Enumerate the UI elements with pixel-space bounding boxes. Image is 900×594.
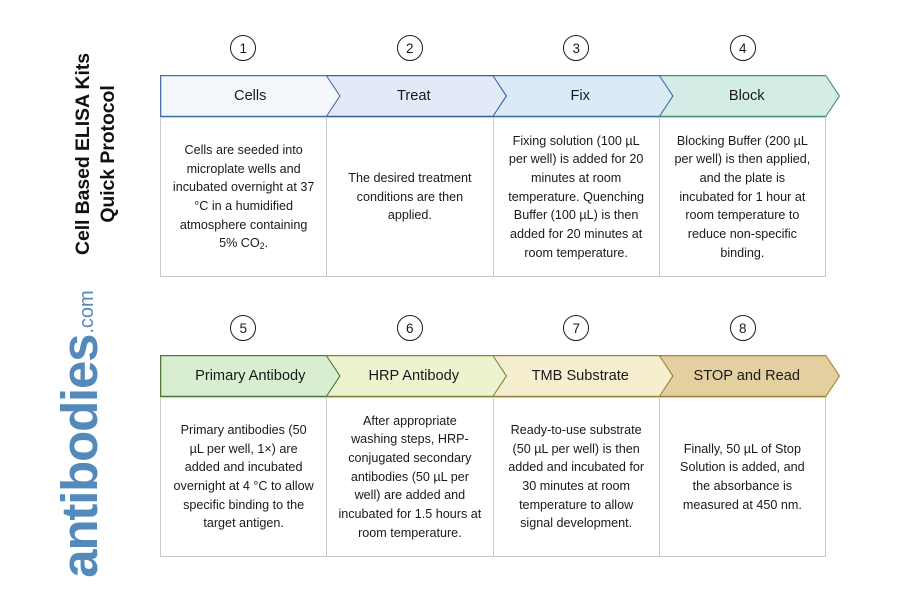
flow-row-2: 5 6 7 8 Primary Antibody HRP Antibody TMB Sub…: [160, 315, 840, 557]
step-description-cell-8: Finally, 50 µL of Stop Solution is added…: [660, 398, 825, 556]
step-description-3: Fixing solution (100 µL per well) is add…: [508, 133, 645, 260]
step-label-3: Fix: [570, 88, 590, 104]
step-label-6: HRP Antibody: [368, 368, 460, 384]
chevron-fill-5: [161, 356, 339, 395]
step-description-1: Cells are seeded into microplate wells a…: [172, 143, 315, 252]
step-description-cell-6: After appropriate washing steps, HRP-con…: [327, 398, 494, 556]
logo-tld: .com: [76, 290, 98, 334]
step-description-cell-5: Primary antibodies (50 µL per well, 1×) …: [161, 398, 328, 556]
chevron-band-1: Cells Treat Fix Block: [160, 75, 840, 117]
step-number-7: 7: [563, 315, 590, 341]
step-chevron-1[interactable]: Cells: [160, 75, 341, 117]
step-chevron-7[interactable]: TMB Substrate: [479, 355, 674, 397]
step-description-8: Finally, 50 µL of Stop Solution is added…: [680, 441, 805, 512]
chevron-band-2: Primary Antibody HRP Antibody TMB Substrat…: [160, 355, 840, 397]
step-chevron-2[interactable]: Treat: [313, 75, 508, 117]
step-number-band-2: 5 6 7 8: [160, 315, 826, 355]
flow-row-1: 1 2 3 4 Cells Treat Fix Block Cells are seeded…: [160, 35, 840, 277]
chevron-fill-8: [647, 356, 839, 395]
step-description-cell-7: Ready-to-use substrate (50 µL per well) …: [494, 398, 660, 556]
step-chevron-6[interactable]: HRP Antibody: [313, 355, 508, 397]
chevron-fill-3: [480, 76, 672, 115]
step-chevron-4[interactable]: Block: [646, 75, 841, 117]
step-label-4: Block: [728, 88, 765, 104]
step-label-2: Treat: [396, 88, 431, 104]
step-number-band-1: 1 2 3 4: [160, 35, 826, 75]
step-chevron-5[interactable]: Primary Antibody: [160, 355, 341, 397]
step-number-1: 1: [230, 35, 257, 61]
chevron-fill-1: [161, 76, 339, 115]
step-label-5: Primary Antibody: [195, 368, 306, 384]
step-number-8: 8: [729, 315, 756, 341]
chevron-fill-6: [314, 356, 506, 395]
step-description-6: After appropriate washing steps, HRP-con…: [338, 413, 482, 540]
step-description-7: Ready-to-use substrate (50 µL per well) …: [508, 423, 645, 531]
step-label-1: Cells: [234, 88, 267, 104]
step-description-5: Primary antibodies (50 µL per well, 1×) …: [173, 423, 314, 531]
description-band-2: Primary antibodies (50 µL per well, 1×) …: [160, 397, 826, 557]
step-number-4: 4: [729, 35, 756, 61]
step-number-5: 5: [230, 315, 257, 341]
step-description-cell-1: Cells are seeded into microplate wells a…: [161, 118, 328, 276]
chevron-fill-2: [314, 76, 506, 115]
step-description-4: Blocking Buffer (200 µL per well) is the…: [674, 133, 811, 260]
step-number-6: 6: [396, 315, 423, 341]
logo-wordmark: antibodies: [51, 334, 109, 578]
step-description-cell-2: The desired treatment conditions are the…: [327, 118, 494, 276]
description-band-1: Cells are seeded into microplate wells a…: [160, 117, 826, 277]
step-description-2: The desired treatment conditions are the…: [348, 171, 472, 223]
page-title: Cell Based ELISA Kits Quick Protocol: [72, 53, 119, 255]
step-label-8: STOP and Read: [693, 368, 801, 384]
chevron-fill-4: [647, 76, 839, 115]
step-number-2: 2: [396, 35, 423, 61]
step-number-3: 3: [563, 35, 590, 61]
step-description-cell-4: Blocking Buffer (200 µL per well) is the…: [660, 118, 825, 276]
chevron-fill-7: [480, 356, 672, 395]
step-description-cell-3: Fixing solution (100 µL per well) is add…: [494, 118, 660, 276]
step-chevron-3[interactable]: Fix: [479, 75, 674, 117]
step-chevron-8[interactable]: STOP and Read: [646, 355, 841, 397]
step-label-7: TMB Substrate: [531, 368, 629, 384]
antibodies-logo[interactable]: antibodies .com: [26, 290, 108, 577]
